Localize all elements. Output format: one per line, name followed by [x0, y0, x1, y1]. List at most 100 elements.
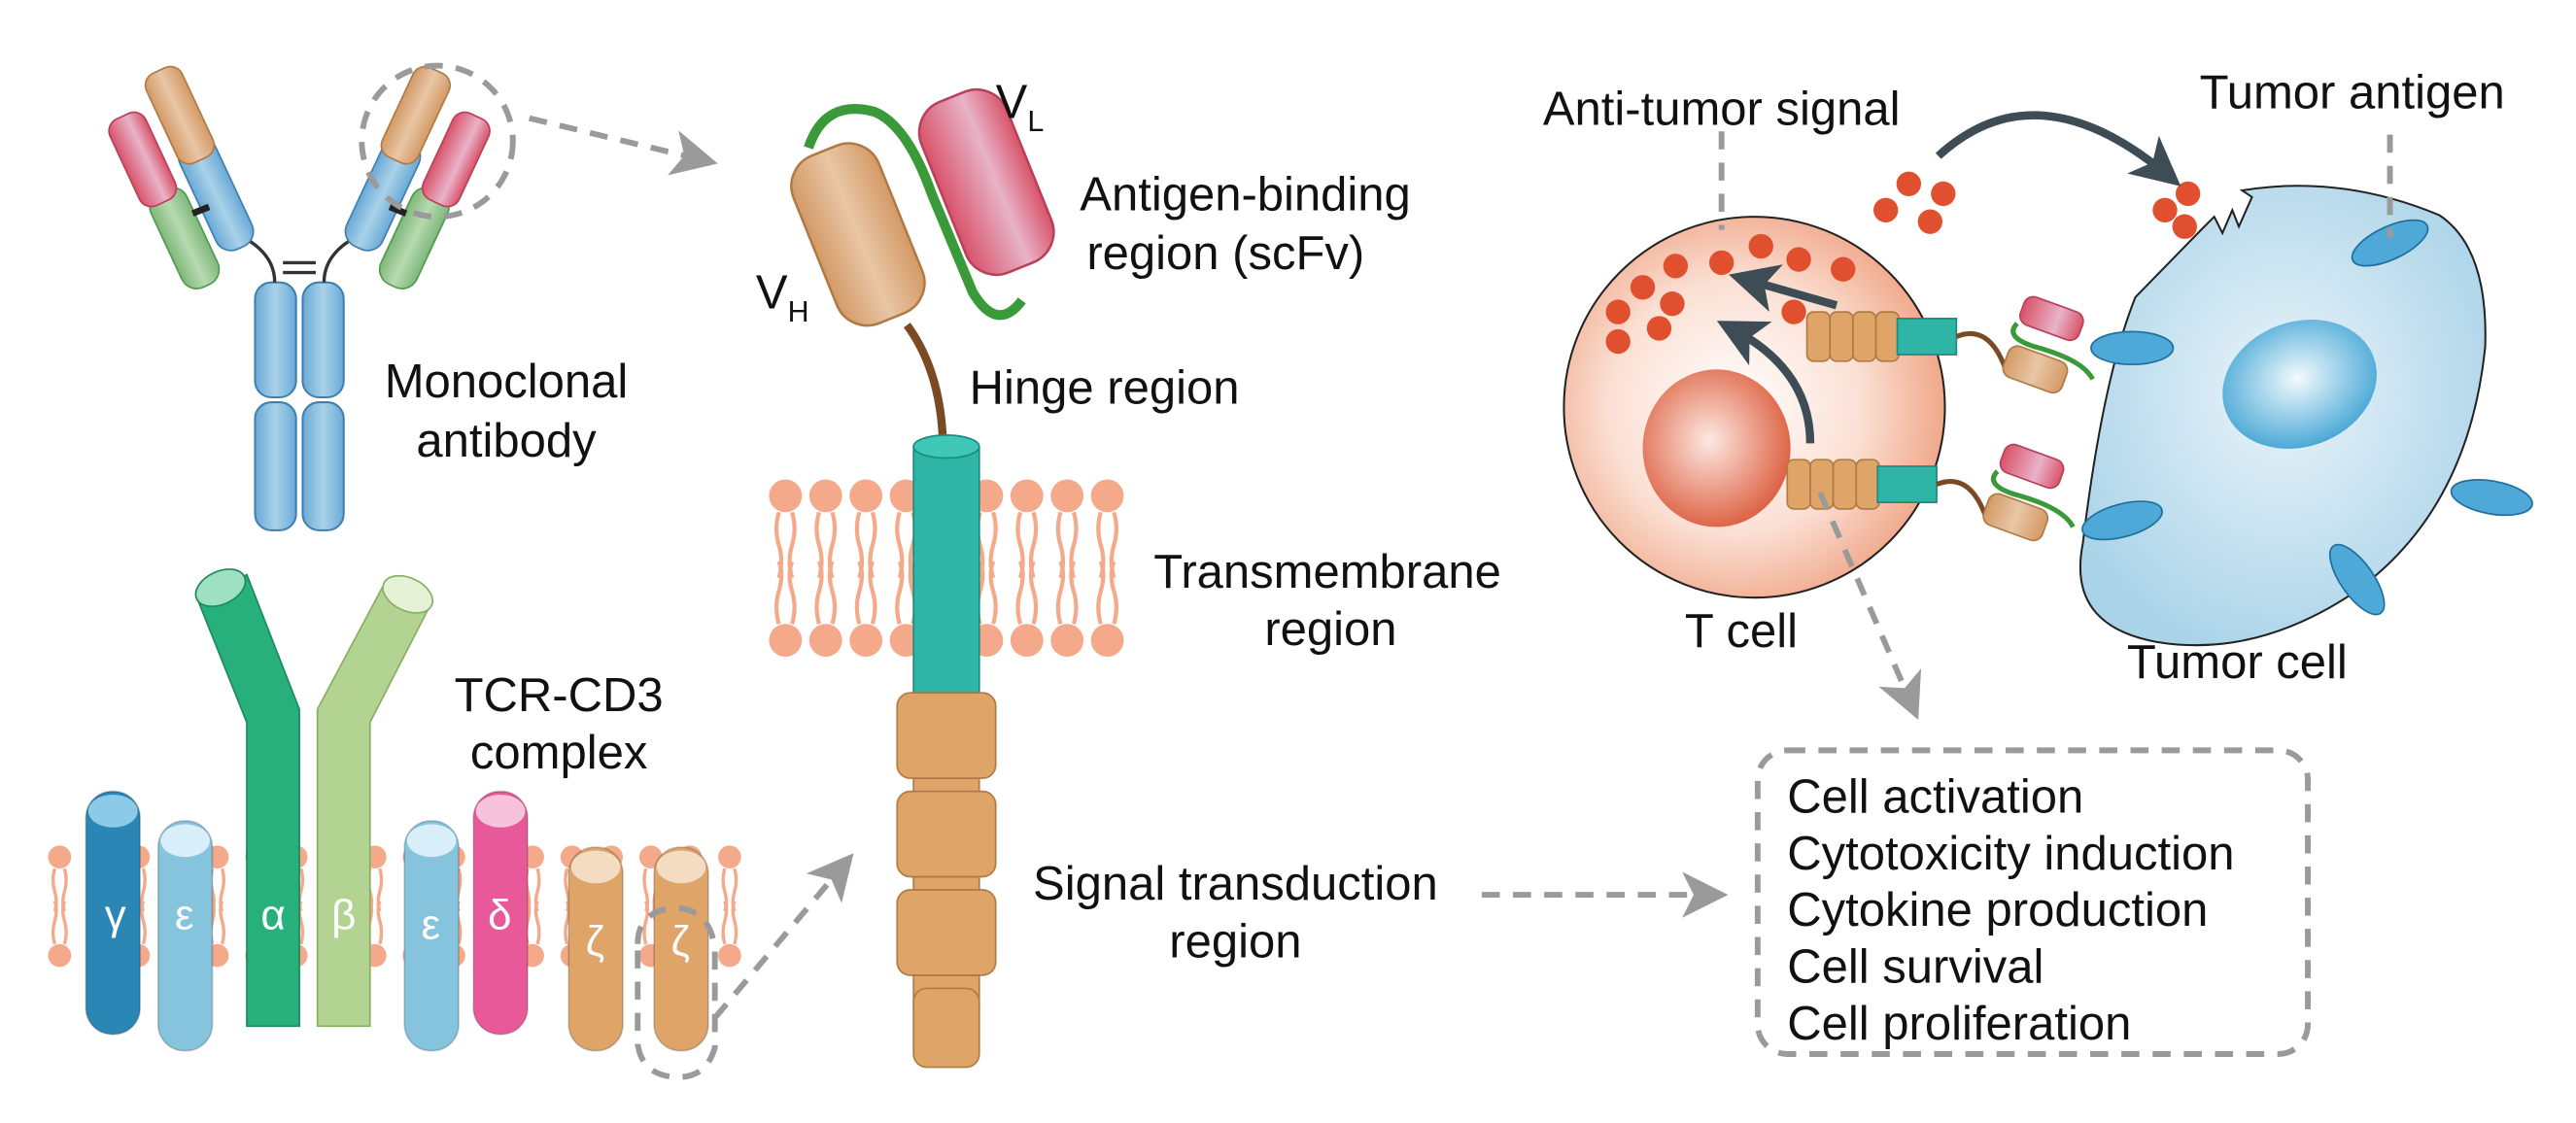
chain-label: δ [488, 892, 511, 939]
signal-segment [896, 790, 997, 878]
chain-label: α [260, 892, 285, 939]
chain-cap [406, 824, 457, 858]
lipid [1091, 479, 1124, 657]
chain-label: ζ [586, 918, 604, 966]
car-signal-segment [1874, 311, 1901, 362]
fab-to-scfv-arrow [529, 115, 718, 176]
chain-cap [656, 850, 706, 884]
tcr-chain [472, 790, 529, 1036]
t-cell [1563, 216, 1946, 599]
cytokine-dot [1646, 316, 1672, 341]
outcome-item: Cell activation [1787, 771, 2083, 824]
tcr-chain [85, 790, 141, 1036]
car-signal-segment [1786, 459, 1811, 510]
outcome-item: Cell proliferation [1787, 998, 2131, 1050]
signal-segment [896, 692, 997, 779]
cytokine-dot [1781, 299, 1806, 324]
cytokine-dot [1896, 171, 1922, 196]
chain-label: β [331, 892, 356, 939]
cytokine-dot [1831, 256, 1856, 282]
outcome-item: Cell survival [1787, 940, 2044, 993]
outcomes-box [1754, 747, 2311, 1057]
car-receptors [1786, 295, 2095, 542]
tumor-antigens [2081, 219, 2533, 616]
outcome-item: Cytokine production [1787, 884, 2208, 936]
signal-label: Signal transduction [1033, 858, 1438, 910]
chain-cap [87, 794, 138, 828]
signal-label-2: region [1169, 915, 1301, 968]
car-hinge [1955, 330, 2009, 371]
tcr-label: TCR-CD3 [455, 669, 664, 722]
car-linker [1991, 469, 2076, 528]
tumor-antigen [2328, 543, 2386, 616]
chain-label: ε [175, 892, 194, 939]
transmembrane-label: Transmembrane [1153, 546, 1501, 598]
car-signal-segment [1805, 311, 1832, 362]
signal-segment [896, 889, 997, 976]
scfv [790, 87, 1055, 454]
fab-highlight-circle [359, 62, 516, 221]
tcr-chain [653, 846, 709, 1052]
vh-label: VH [756, 267, 809, 329]
lipid [809, 479, 842, 657]
car-vh [1982, 493, 2049, 542]
cytokine-dot [1630, 275, 1656, 300]
vl-label: VL [996, 77, 1045, 139]
car-vl [2019, 295, 2084, 342]
tumor-cell [2078, 185, 2487, 647]
car-linker [2010, 322, 2095, 381]
scfv-label-2: region (scFv) [1086, 227, 1364, 280]
anti-tumor-signal-label: Anti-tumor signal [1543, 83, 1901, 135]
lipid [1011, 479, 1044, 657]
chain-label: ζ [670, 918, 689, 966]
cytokine-dot [1663, 254, 1689, 279]
cytokine-dot [1748, 233, 1773, 259]
car-transmembrane [1876, 465, 1938, 504]
car-hinge [1936, 479, 1989, 519]
cytokine-arrow [1935, 111, 2181, 187]
tumor-antigen [2090, 330, 2175, 366]
monoclonal-antibody [108, 65, 491, 531]
car-signaling-domain [896, 692, 997, 1069]
lipid [769, 479, 802, 657]
hinge-linker [903, 323, 947, 454]
tcell-to-outcomes-arrow [1817, 491, 1922, 720]
tumor-antigen [2081, 500, 2163, 541]
cytokine-dot [1873, 197, 1899, 223]
car-transmembrane-domain [912, 434, 980, 695]
tcr-alpha-beta-arms [194, 568, 434, 1028]
zeta-to-signal-arrow [712, 853, 854, 1020]
cytokine-dot [1660, 290, 1685, 317]
cytokine-dot [1605, 328, 1631, 355]
car-transmembrane [1896, 318, 1958, 356]
antibody-label: Monoclonal [385, 356, 629, 408]
hinge-label: Hinge region [970, 362, 1240, 415]
lipid [46, 843, 73, 970]
tcr-chain [403, 820, 460, 1052]
chain-label: ε [421, 902, 440, 949]
zeta-highlight-loop [635, 904, 718, 1080]
tumor-cell-label: Tumor cell [2127, 636, 2348, 689]
scfv-label: Antigen-binding [1080, 168, 1411, 221]
cytokine-dot [2175, 181, 2201, 207]
transmembrane-label-2: region [1264, 603, 1396, 656]
lipid [716, 843, 743, 970]
car-vh [2002, 345, 2069, 394]
tcr-membrane [46, 843, 743, 970]
tcr-label-2: complex [470, 727, 647, 779]
signal-arrow-2 [1716, 321, 1815, 444]
cytokine-dot [1917, 209, 1942, 234]
anti-tumor-signal-dots [1605, 171, 2201, 355]
signal-segment [912, 987, 980, 1069]
car-signal-segment [1852, 311, 1877, 362]
antibody-label-2: antibody [416, 415, 597, 467]
cytokine-dot [1605, 299, 1631, 324]
lipid [1050, 479, 1083, 657]
car-signal-segment [1832, 459, 1858, 510]
chain-cap [160, 824, 210, 858]
chain-cap [475, 794, 526, 828]
cytokine-dot [1709, 250, 1735, 276]
